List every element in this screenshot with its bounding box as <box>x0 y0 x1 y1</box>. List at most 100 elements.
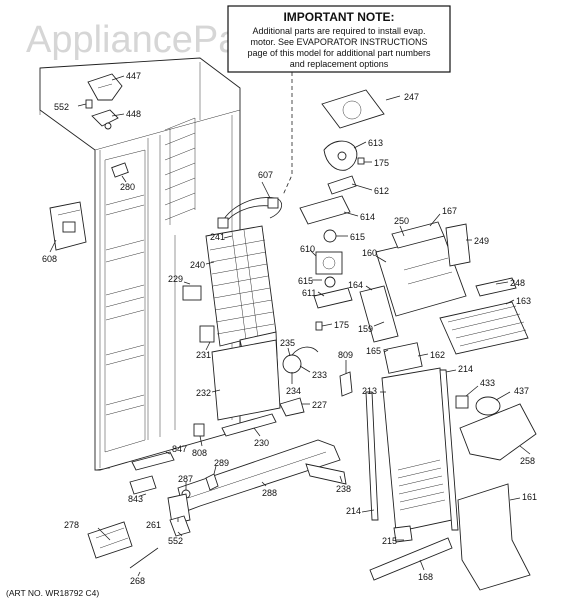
part-612 <box>327 175 357 195</box>
part-175-screw <box>357 157 365 165</box>
callout-235: 235 <box>280 338 295 348</box>
part-258 <box>459 403 537 461</box>
callout-808: 808 <box>192 448 207 458</box>
part-615-grommet <box>323 229 337 243</box>
callout-612: 612 <box>374 186 389 196</box>
part-163-shelf <box>439 301 529 355</box>
callout-167: 167 <box>442 206 457 216</box>
callout-287: 287 <box>178 474 193 484</box>
callout-843: 843 <box>128 494 143 504</box>
note-line: page of this model for additional part n… <box>247 48 431 58</box>
part-160-housing <box>375 221 467 317</box>
callout-162: 162 <box>430 350 445 360</box>
callout-234: 234 <box>286 386 301 396</box>
callout-280: 280 <box>120 182 135 192</box>
part-843 <box>129 475 157 495</box>
part-215 <box>393 525 413 543</box>
part-607-harness <box>217 197 282 229</box>
part-552-screw <box>85 99 93 109</box>
callout-552-lower: 552 <box>168 536 183 546</box>
callout-168: 168 <box>418 572 433 582</box>
callout-214-lower: 214 <box>346 506 361 516</box>
part-808 <box>193 423 205 437</box>
callout-238: 238 <box>336 484 351 494</box>
note-line: and replacement options <box>290 59 389 69</box>
part-238 <box>305 463 347 485</box>
part-161 <box>457 483 531 591</box>
part-230 <box>221 413 277 437</box>
callout-240: 240 <box>190 260 205 270</box>
callout-261: 261 <box>146 520 161 530</box>
callout-249: 249 <box>474 236 489 246</box>
note-title: IMPORTANT NOTE: <box>283 10 394 24</box>
callout-213: 213 <box>362 386 377 396</box>
part-164 <box>359 285 399 343</box>
callout-615-lower: 615 <box>298 276 313 286</box>
part-448 <box>91 109 119 130</box>
part-615-grommet-lower <box>324 276 336 288</box>
callout-608: 608 <box>42 254 57 264</box>
callout-241: 241 <box>210 232 225 242</box>
part-162 <box>383 342 423 374</box>
callout-175: 175 <box>374 158 389 168</box>
callout-163: 163 <box>516 296 531 306</box>
callout-165: 165 <box>366 346 381 356</box>
part-809 <box>339 371 353 397</box>
part-610-fan-motor <box>315 251 343 275</box>
leader-lines <box>49 75 531 577</box>
art-number: (ART NO. WR18792 C4) <box>6 588 99 598</box>
part-437-bulb <box>475 396 501 416</box>
part-433-socket <box>455 395 469 409</box>
callout-233: 233 <box>312 370 327 380</box>
part-847 <box>131 451 175 471</box>
callout-160: 160 <box>362 248 377 258</box>
callout-614: 614 <box>360 212 375 222</box>
part-611 <box>313 287 353 309</box>
callout-552: 552 <box>54 102 69 112</box>
part-227 <box>279 397 305 417</box>
part-447 <box>87 73 123 101</box>
important-note: IMPORTANT NOTE: Additional parts are req… <box>227 5 451 73</box>
note-line: Additional parts are required to install… <box>252 26 425 36</box>
callout-230: 230 <box>254 438 269 448</box>
callout-611: 611 <box>302 288 316 298</box>
part-268-screw <box>129 547 159 569</box>
part-249 <box>445 223 471 267</box>
part-608 <box>49 201 87 251</box>
callout-250: 250 <box>394 216 409 226</box>
callout-161: 161 <box>522 492 537 502</box>
part-552-lower <box>169 515 191 537</box>
callout-809: 809 <box>338 350 353 360</box>
callout-215: 215 <box>382 536 397 546</box>
callout-247: 247 <box>404 92 419 102</box>
refrigerator-cabinet <box>39 57 241 471</box>
part-214-strip-right <box>439 369 459 531</box>
part-168 <box>369 537 453 581</box>
callout-231: 231 <box>196 350 211 360</box>
callout-175-lower: 175 <box>334 320 349 330</box>
callout-248: 248 <box>510 278 525 288</box>
callout-159: 159 <box>358 324 373 334</box>
callout-268: 268 <box>130 576 145 586</box>
callout-232: 232 <box>196 388 211 398</box>
callout-labels: 447 552 448 280 608 607 241 240 229 231 … <box>42 71 537 586</box>
callout-229: 229 <box>168 274 183 284</box>
part-231 <box>199 325 215 343</box>
callout-437: 437 <box>514 386 529 396</box>
callout-288: 288 <box>262 488 277 498</box>
callout-847: 847 <box>172 444 187 454</box>
part-229 <box>182 285 202 301</box>
part-613-fan-blade <box>323 140 358 171</box>
callout-214: 214 <box>458 364 473 374</box>
part-614 <box>299 195 351 225</box>
part-289 <box>205 473 219 491</box>
part-214-strip <box>365 391 379 521</box>
callout-227: 227 <box>312 400 327 410</box>
part-234 <box>282 354 302 374</box>
callout-278: 278 <box>64 520 79 530</box>
callout-613: 613 <box>368 138 383 148</box>
callout-610: 610 <box>300 244 315 254</box>
part-232 <box>211 339 281 421</box>
note-line: motor. See EVAPORATOR INSTRUCTIONS <box>250 37 427 47</box>
